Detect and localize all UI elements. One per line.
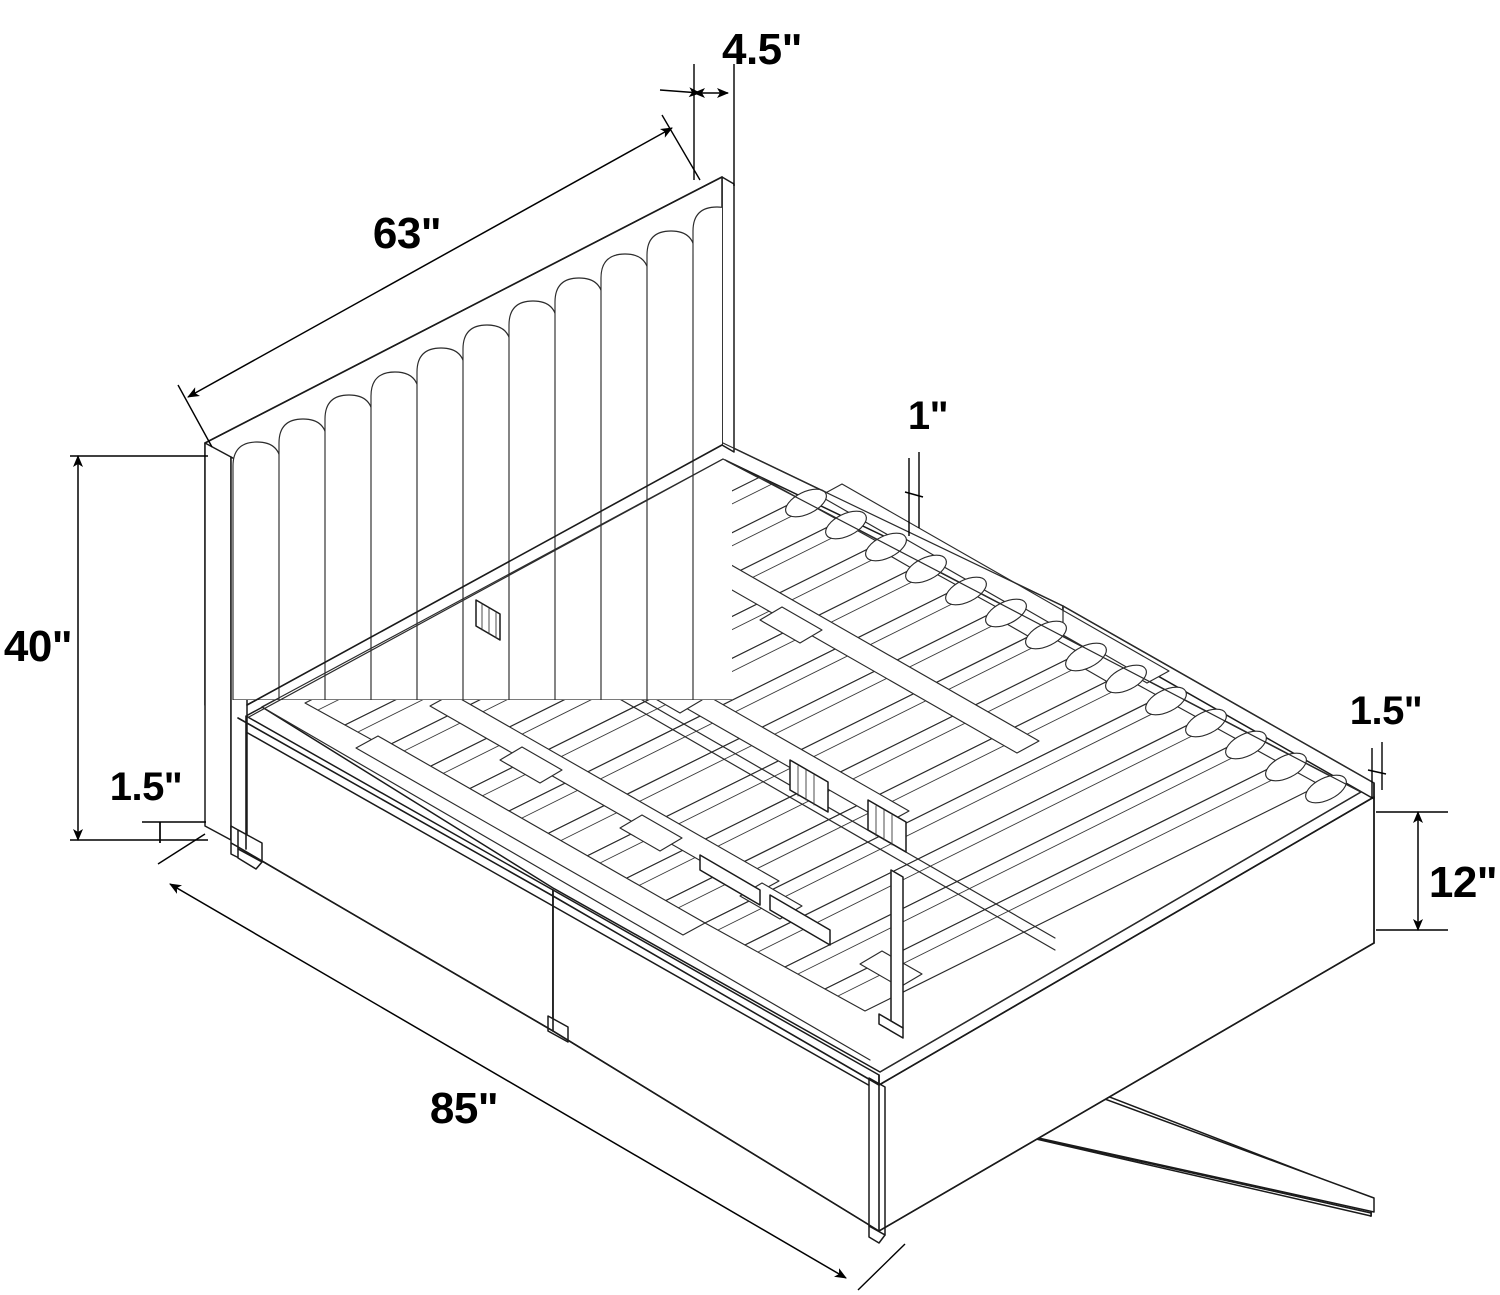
foot-left	[237, 829, 263, 870]
deck-ledge-right	[879, 791, 1362, 1073]
dim-label-headboard-thickness: 4.5"	[722, 25, 802, 74]
dim-label-bed-length: 85"	[430, 1084, 498, 1133]
headboard-right-edge	[721, 176, 735, 453]
dim-rail-thickness	[1367, 742, 1387, 798]
dim-label-leg-height: 1.5"	[110, 765, 183, 809]
center-rail-hardware	[789, 759, 829, 813]
dim-label-slat-thickness: 1"	[908, 394, 948, 438]
dim-total-height	[70, 455, 208, 841]
dimension-labels: 4.5" 63" 1" 40" 1.5" 1.5" 12" 85"	[4, 25, 1498, 1133]
dim-slat-thickness	[904, 452, 924, 536]
foot-right-corner	[868, 1077, 886, 1244]
center-rail-hardware-2	[867, 799, 907, 853]
deck-ledge-left	[261, 706, 554, 877]
dimension-annotations	[70, 64, 1448, 1291]
rail-bracket-hardware	[475, 599, 501, 641]
center-leg	[878, 869, 904, 1039]
bed-frame-geometry	[204, 176, 1375, 1244]
head-rail-back	[722, 442, 1064, 607]
dim-label-headboard-width: 63"	[373, 209, 441, 258]
headboard-left-edge	[204, 442, 232, 841]
dim-label-total-height: 40"	[4, 622, 72, 671]
slat-end-caps	[785, 488, 1347, 804]
dim-headboard-width	[177, 114, 701, 448]
dim-deck-height	[1376, 811, 1448, 931]
dim-bed-length	[157, 833, 906, 1291]
dim-label-rail-thickness: 1.5"	[1350, 689, 1423, 733]
dim-headboard-thickness	[659, 64, 735, 186]
dim-label-deck-height: 12"	[1429, 858, 1497, 907]
deck-ledge-head	[261, 458, 1362, 793]
right-rail-back	[1062, 605, 1375, 784]
dim-leg-height	[142, 821, 206, 843]
